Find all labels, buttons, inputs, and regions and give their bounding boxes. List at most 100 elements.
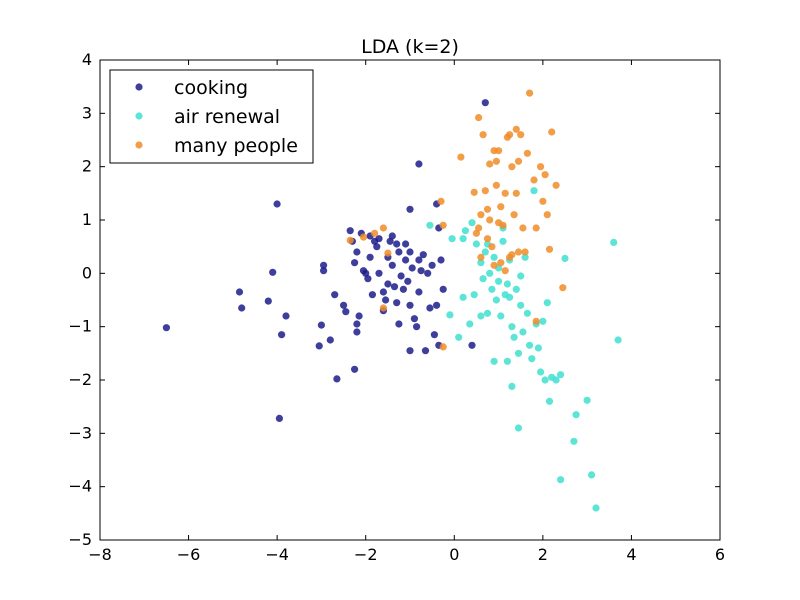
point-many-people-44 [552,181,560,189]
point-cooking-21 [351,365,359,373]
series-air-renewal [426,187,622,512]
point-cooking-2 [238,304,246,312]
point-air-renewal-8 [481,248,489,256]
point-many-people-41 [543,211,551,219]
point-many-people-18 [488,243,496,251]
point-many-people-10 [470,188,478,196]
point-cooking-1 [235,288,244,296]
point-cooking-46 [402,256,410,264]
point-cooking-8 [275,414,283,422]
point-air-renewal-47 [592,504,600,512]
x-tick-label: 6 [715,545,725,564]
point-cooking-52 [413,323,421,331]
x-tick-label: 2 [538,545,548,564]
y-tick-label: 4 [82,50,92,69]
point-cooking-69 [468,341,476,349]
y-tick-label: −4 [68,477,92,496]
point-air-renewal-25 [519,328,527,336]
point-air-renewal-7 [479,275,487,283]
point-many-people-33 [521,248,529,256]
point-many-people-45 [559,284,567,292]
point-many-people-13 [477,211,485,219]
point-many-people-1 [359,233,368,241]
x-tick-label: 4 [626,545,636,564]
point-many-people-3 [379,224,387,232]
point-many-people-49 [514,248,523,256]
point-air-renewal-54 [477,312,485,320]
point-cooking-50 [408,264,416,272]
point-air-renewal-1 [448,235,456,243]
point-air-renewal-51 [508,382,516,390]
point-many-people-16 [483,205,492,213]
point-cooking-23 [353,328,361,336]
point-air-renewal-64 [517,272,525,280]
point-air-renewal-46 [588,471,596,479]
point-many-people-57 [497,203,505,211]
y-tick-label: −2 [68,370,92,389]
point-air-renewal-6 [477,259,485,267]
point-many-people-17 [486,160,494,168]
point-cooking-76 [395,320,403,328]
point-many-people-9 [457,153,465,161]
point-cooking-22 [353,320,361,328]
point-air-renewal-59 [470,291,478,299]
point-air-renewal-57 [446,311,454,319]
point-cooking-53 [415,256,423,264]
point-many-people-46 [490,261,498,269]
point-cooking-11 [320,261,328,269]
point-air-renewal-61 [495,277,503,285]
point-cooking-74 [353,248,361,256]
point-cooking-3 [264,297,272,305]
plot-frame [99,59,721,541]
point-many-people-56 [475,224,483,232]
point-cooking-9 [315,342,323,350]
chart-title: LDA (k=2) [361,36,459,58]
point-air-renewal-0 [426,221,434,229]
point-cooking-33 [375,269,383,277]
point-air-renewal-11 [488,285,496,293]
point-cooking-58 [424,269,432,277]
point-air-renewal-21 [510,333,518,341]
point-air-renewal-15 [497,312,505,320]
point-air-renewal-4 [468,219,476,227]
point-many-people-43 [548,128,556,136]
y-tick-label: −5 [68,530,92,549]
point-cooking-28 [364,275,372,283]
point-cooking-16 [340,301,348,309]
point-air-renewal-2 [459,235,467,243]
point-air-renewal-40 [557,371,565,379]
point-air-renewal-22 [512,285,520,293]
legend-label: air renewal [174,106,280,128]
point-many-people-51 [483,235,492,243]
point-many-people-5 [379,304,387,312]
point-many-people-55 [512,189,520,197]
point-cooking-29 [366,253,374,261]
point-cooking-54 [415,288,423,296]
series-cooking [162,99,489,422]
point-air-renewal-24 [517,301,525,309]
y-tick-label: 2 [82,157,92,176]
point-air-renewal-60 [483,309,492,317]
point-cooking-30 [368,291,376,299]
y-tick-label: 1 [82,210,92,229]
point-air-renewal-44 [572,411,580,419]
legend-marker [135,141,143,149]
point-air-renewal-43 [570,437,578,445]
points-layer [162,89,622,512]
point-cooking-61 [430,331,438,339]
point-many-people-7 [439,221,447,229]
point-cooking-67 [415,160,423,168]
point-cooking-66 [406,205,414,213]
point-air-renewal-39 [552,376,560,384]
point-air-renewal-53 [490,357,498,365]
point-air-renewal-32 [534,344,543,352]
point-cooking-70 [481,99,489,107]
point-many-people-22 [497,259,505,267]
point-cooking-4 [269,268,277,276]
point-air-renewal-30 [530,187,538,195]
point-many-people-50 [477,253,485,261]
point-many-people-0 [346,236,354,244]
